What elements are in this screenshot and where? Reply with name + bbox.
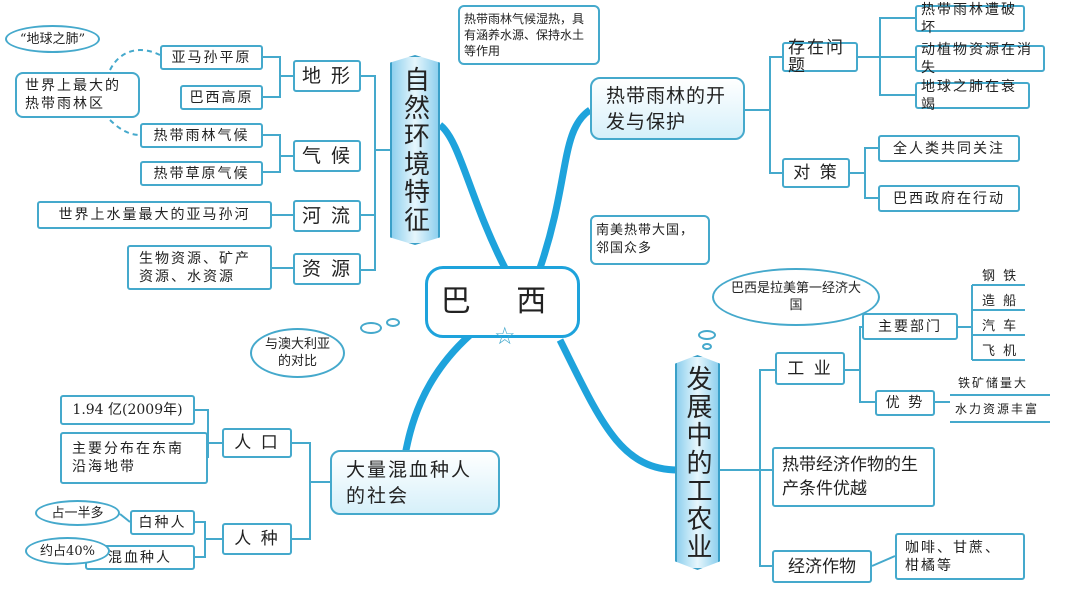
- race-note: 占一半多: [35, 500, 120, 526]
- terrain-item: 亚马孙平原: [160, 45, 263, 70]
- race-node: 人 种: [222, 523, 292, 555]
- climate-item: 热带草原气候: [140, 161, 263, 186]
- sectors-node: 主要部门: [862, 313, 958, 340]
- problem-item: 动植物资源在消失: [915, 42, 1045, 76]
- population-node: 人 口: [222, 428, 292, 458]
- river-node: 河 流: [293, 200, 361, 232]
- industry-node: 工 业: [775, 352, 845, 385]
- population-item: 主要分布在东南沿海地带: [60, 432, 208, 484]
- climate-item: 热带雨林气候: [140, 123, 263, 148]
- terrain-node: 地 形: [293, 60, 361, 92]
- society-title: 大量混血种人的社会: [330, 450, 500, 515]
- bubble-dot: [698, 330, 716, 340]
- climate-node: 气 候: [293, 140, 361, 172]
- rainforest-note: 世界上最大的热带雨林区: [15, 72, 140, 118]
- rainforest-bubble: 热带雨林气候湿热，具有涵养水源、保持水土等作用: [458, 5, 600, 65]
- economy-bubble: 巴西是拉美第一经济大国: [712, 268, 880, 326]
- problem-item: 热带雨林遭破坏: [915, 2, 1025, 36]
- sector-item: 汽 车: [982, 319, 1019, 334]
- measure-item: 全人类共同关注: [878, 135, 1020, 162]
- lung-bubble: “地球之肺”: [5, 25, 100, 53]
- south-bubble: 南美热带大国，邻国众多: [590, 215, 710, 265]
- star-icon: ☆: [494, 322, 516, 350]
- rainforest-title: 热带雨林的开发与保护: [590, 77, 745, 140]
- center-node: 巴 西: [425, 266, 580, 338]
- race-note: 约占40%: [25, 537, 110, 565]
- measure-item: 巴西政府在行动: [878, 185, 1020, 212]
- population-item: 1.94 亿(2009年): [60, 395, 195, 425]
- sector-item: 钢 铁: [982, 269, 1019, 284]
- compare-bubble: 与澳大利亚的对比: [250, 328, 345, 378]
- race-item: 白种人: [130, 510, 195, 535]
- economy-title: 发展中的工农业: [675, 355, 720, 570]
- river-item: 世界上水量最大的亚马孙河: [37, 201, 272, 229]
- bubble-dot: [360, 322, 382, 334]
- advantage-item: 水力资源丰富: [955, 402, 1040, 416]
- measures-node: 对 策: [782, 158, 850, 188]
- problems-node: 存在问题: [782, 39, 858, 75]
- terrain-item: 巴西高原: [180, 85, 263, 110]
- conditions-node: 热带经济作物的生产条件优越: [772, 447, 935, 507]
- sector-item: 造 船: [982, 294, 1019, 309]
- advantage-item: 铁矿储量大: [958, 376, 1029, 390]
- crops-item: 咖啡、甘蔗、柑橘等: [895, 533, 1025, 580]
- resources-item: 生物资源、矿产资源、水资源: [127, 245, 272, 290]
- crops-node: 经济作物: [772, 550, 872, 583]
- problem-item: 地球之肺在衰竭: [915, 79, 1030, 113]
- bubble-dot: [702, 343, 712, 350]
- resources-node: 资 源: [293, 253, 361, 285]
- advantage-node: 优 势: [875, 390, 935, 416]
- bubble-dot: [386, 318, 400, 327]
- sector-item: 飞 机: [982, 344, 1019, 359]
- nature-title: 自然环境特征: [390, 55, 440, 245]
